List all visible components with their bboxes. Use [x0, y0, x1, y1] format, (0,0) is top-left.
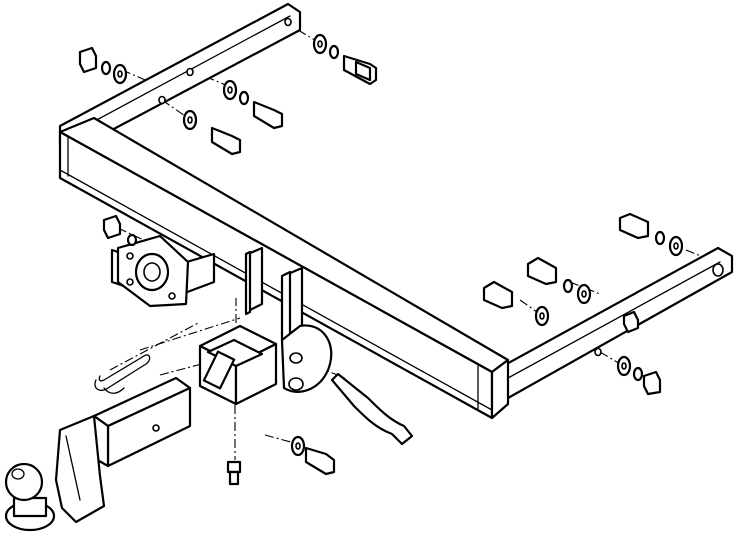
- fastener-set-right-lower: [482, 280, 550, 327]
- tow-ball: [4, 462, 56, 532]
- electrical-socket-plate: [110, 234, 216, 308]
- removable-drawbar: [54, 376, 192, 524]
- fastener-set-top-left: [182, 109, 242, 156]
- locking-pin: [226, 460, 242, 486]
- receiver-housing: [198, 246, 333, 406]
- fastener-set-top-middle: [222, 79, 284, 130]
- crossbeam: [58, 116, 510, 420]
- fastener-set-far-left: [78, 46, 128, 85]
- fastener-set-receiver: [290, 435, 336, 476]
- fastener-set-right-bracket: [616, 355, 662, 396]
- fastener-set-right-upper: [618, 212, 684, 257]
- fastener-set-top-right: [312, 33, 378, 86]
- fastener-set-right-middle: [526, 256, 592, 305]
- spare-nut-bracket: [622, 310, 640, 334]
- fastener-set-socket: [102, 214, 138, 247]
- safety-chain-loop: [330, 372, 414, 446]
- spring-clip: [94, 354, 151, 394]
